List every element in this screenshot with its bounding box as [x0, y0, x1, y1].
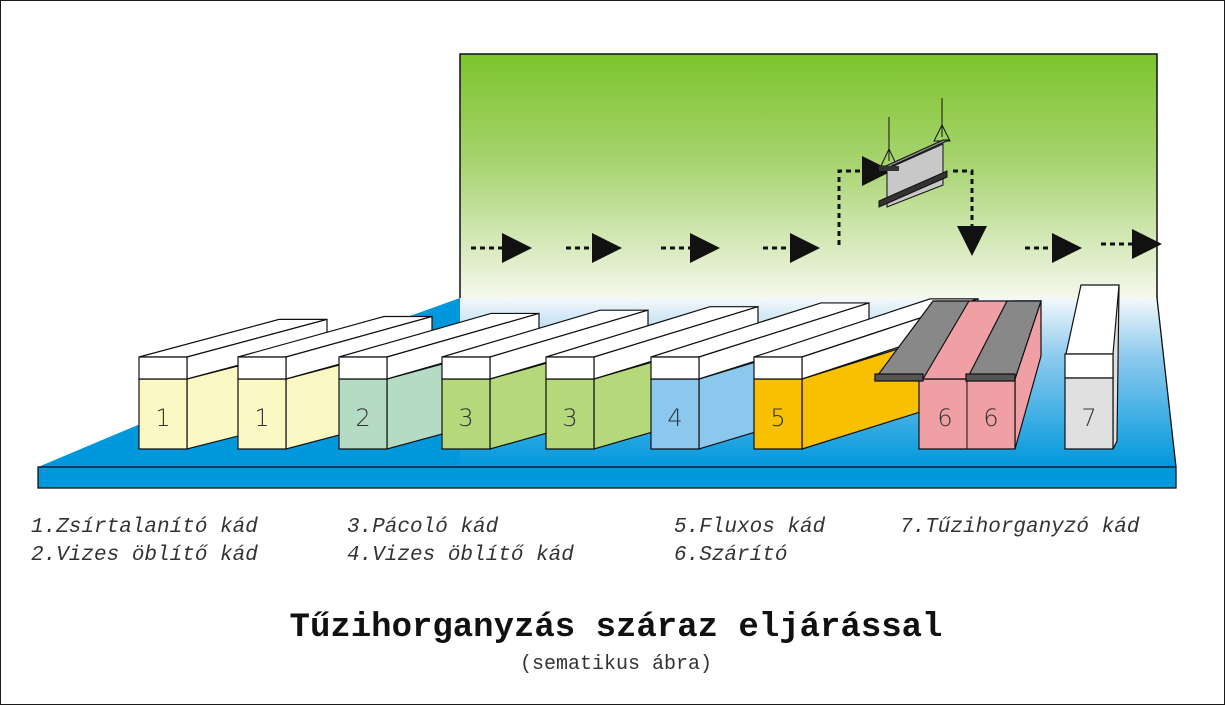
legend-item-1: 1.Zsírtalanító kád [31, 516, 258, 539]
backdrop-panel [459, 53, 1158, 300]
tank-number: 3 [562, 404, 577, 432]
legend-item-4: 4.Vizes öblítő kád [347, 544, 574, 567]
diagram-title: Tűzihorganyzás száraz eljárással [290, 609, 943, 647]
diagram-subtitle: (sematikus ábra) [520, 653, 712, 676]
galvanizing-tank: 7 [1064, 284, 1120, 450]
tank-number: 7 [1081, 404, 1096, 432]
steel-i-beam [878, 98, 951, 208]
tank-number: 6 [983, 404, 998, 432]
legend-item-7: 7.Tűzihorganyzó kád [900, 516, 1140, 539]
process-flow-arrows [471, 156, 1162, 263]
tank-number: 6 [937, 404, 952, 432]
tank-number: 1 [254, 404, 269, 432]
legend-item-3: 3.Pácoló kád [347, 516, 499, 539]
legend-item-6: 6.Szárító [674, 544, 787, 567]
tank-number: 2 [355, 404, 370, 432]
tank-number: 5 [770, 404, 785, 432]
tank-number: 3 [458, 404, 473, 432]
tank-number: 1 [155, 404, 170, 432]
tank-number: 4 [667, 404, 682, 432]
legend-item-5: 5.Fluxos kád [674, 516, 826, 539]
legend-item-2: 2.Vizes öblítő kád [31, 544, 258, 567]
floor-base [37, 466, 1177, 489]
legend: 1.Zsírtalanító kád 2.Vizes öblítő kád 3.… [31, 516, 1140, 567]
